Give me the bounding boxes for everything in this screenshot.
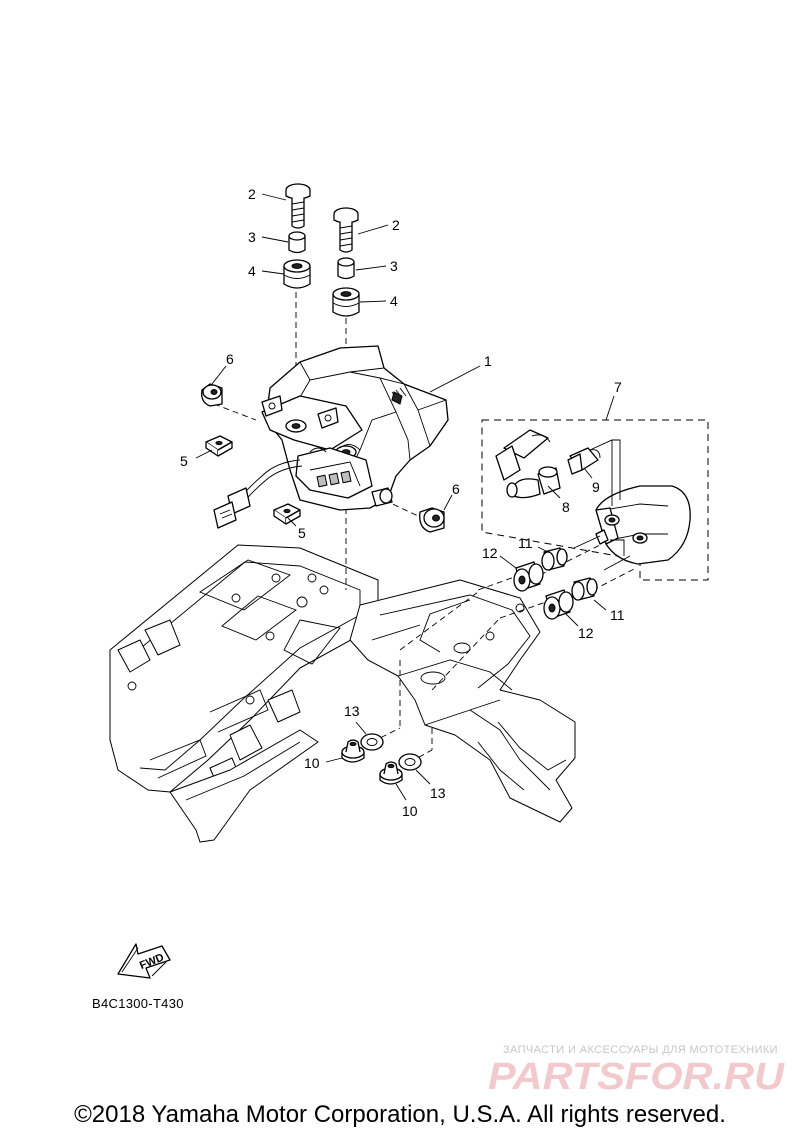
callout-6-lower: 6: [452, 481, 460, 497]
side-grommet-lower: [419, 507, 445, 533]
collar-11-lower: [571, 577, 598, 601]
callout-4-right: 4: [390, 293, 398, 309]
bulb-socket: [506, 466, 561, 499]
copyright-notice: ©2018 Yamaha Motor Corporation, U.S.A. A…: [74, 1101, 726, 1128]
callout-4-left: 4: [248, 263, 256, 279]
diagram-code: B4C1300-T430: [92, 996, 184, 1011]
callout-10-left: 10: [304, 755, 320, 771]
callout-6-upper: 6: [226, 351, 234, 367]
callout-8: 8: [562, 499, 570, 515]
fwd-arrow-icon: FWD: [117, 943, 171, 979]
callout-3-right: 3: [390, 258, 398, 274]
watermark-text: ЗАПЧАСТИ И АКСЕССУАРЫ ДЛЯ МОТОТЕХНИКИ: [502, 1044, 778, 1056]
nut-10-right: [379, 761, 403, 785]
nut-12-lower: [543, 589, 574, 620]
collar-right: [337, 257, 355, 280]
callout-5-lower: 5: [298, 525, 306, 541]
callout-9: 9: [592, 479, 600, 495]
grommet-right: [332, 287, 360, 317]
callout-7: 7: [614, 379, 622, 395]
callout-leaders: [195, 193, 607, 801]
callout-11-upper: 11: [518, 535, 533, 551]
rear-frame: [109, 544, 576, 843]
callout-11-lower: 11: [610, 607, 625, 623]
callout-10-right: 10: [402, 803, 418, 819]
callout-13-left: 13: [344, 703, 360, 719]
callout-3-left: 3: [248, 229, 256, 245]
washer-13-left: [360, 733, 384, 751]
grommet-left: [283, 259, 311, 289]
turn-signal-group: [481, 395, 709, 581]
clip-nut-upper: [205, 435, 233, 457]
callout-12-upper: 12: [482, 545, 498, 561]
bulb: [567, 447, 601, 475]
turn-signal-housing: [573, 439, 691, 571]
wedge-bulb: [495, 429, 551, 481]
nut-10-left: [341, 739, 365, 763]
nut-12-upper: [513, 561, 544, 592]
watermark-logo: PARTSFOR.RU: [488, 1056, 786, 1096]
collar-11-upper: [541, 547, 568, 571]
bolt-right: [333, 207, 359, 253]
clip-nut-lower: [273, 503, 301, 525]
tail-light-assembly: [213, 345, 449, 529]
side-grommet-upper: [201, 383, 223, 407]
callout-numbers: 1 2 2 3 3 4 4 5 5 6 6 7 8 9 10 10 11 11 …: [180, 186, 625, 819]
callout-2-left: 2: [248, 186, 256, 202]
callout-1: 1: [484, 353, 492, 369]
bolt-left: [285, 183, 311, 229]
callout-2-right: 2: [392, 217, 400, 233]
callout-5-upper: 5: [180, 453, 188, 469]
callout-13-right: 13: [430, 785, 446, 801]
collar-left: [288, 231, 306, 254]
svg-text:PARTSFOR.RU: PARTSFOR.RU: [488, 1056, 786, 1096]
callout-12-lower: 12: [578, 625, 594, 641]
washer-13-right: [398, 753, 422, 771]
